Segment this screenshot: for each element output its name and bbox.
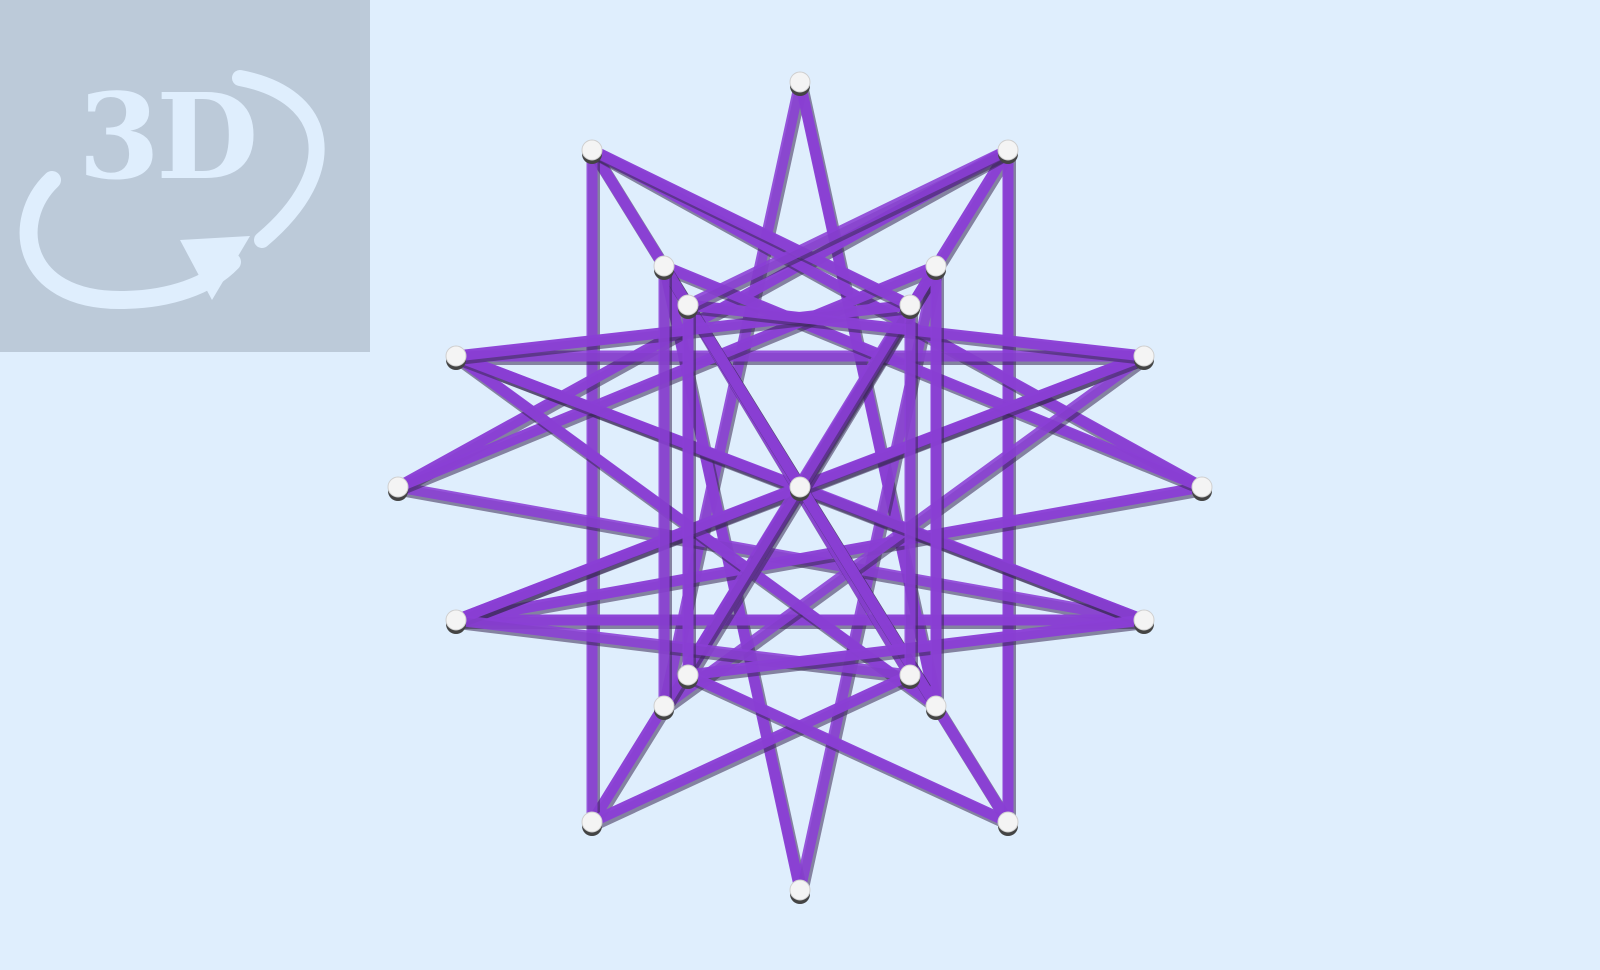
vertex-node: [899, 664, 921, 689]
edge: [682, 669, 1014, 828]
vertex-node: [997, 811, 1019, 836]
vertex-node: [677, 664, 699, 689]
vertex-node: [581, 139, 603, 164]
edge: [794, 481, 1150, 626]
edge: [586, 144, 916, 311]
vertex-group: [387, 71, 1213, 904]
edge: [682, 144, 1014, 311]
vertex-node: [997, 139, 1019, 164]
vertex-node: [1133, 609, 1155, 634]
vertex-node: [789, 476, 811, 501]
vertex-node: [1191, 476, 1213, 501]
vertex-node: [445, 609, 467, 634]
vertex-node: [445, 345, 467, 370]
edge: [682, 299, 942, 712]
vertex-node: [925, 255, 947, 280]
rotate-3d-arrow-icon: [19, 70, 325, 310]
edge: [794, 350, 1150, 493]
edge: [450, 481, 806, 626]
badge-label: 3D: [78, 67, 258, 206]
vertex-node: [925, 695, 947, 720]
vertex-node: [387, 476, 409, 501]
3d-badge[interactable]: 3D: [0, 0, 370, 352]
vertex-node: [653, 695, 675, 720]
vertex-node: [581, 811, 603, 836]
vertex-node: [899, 294, 921, 319]
edge: [450, 350, 806, 493]
edge-group: [392, 76, 1210, 899]
edge: [586, 669, 916, 828]
edge: [450, 481, 1208, 626]
vertex-node: [789, 879, 811, 904]
vertex-node: [789, 71, 811, 96]
vertex-node: [653, 255, 675, 280]
vertex-node: [1133, 345, 1155, 370]
edge: [658, 299, 916, 712]
vertex-node: [677, 294, 699, 319]
